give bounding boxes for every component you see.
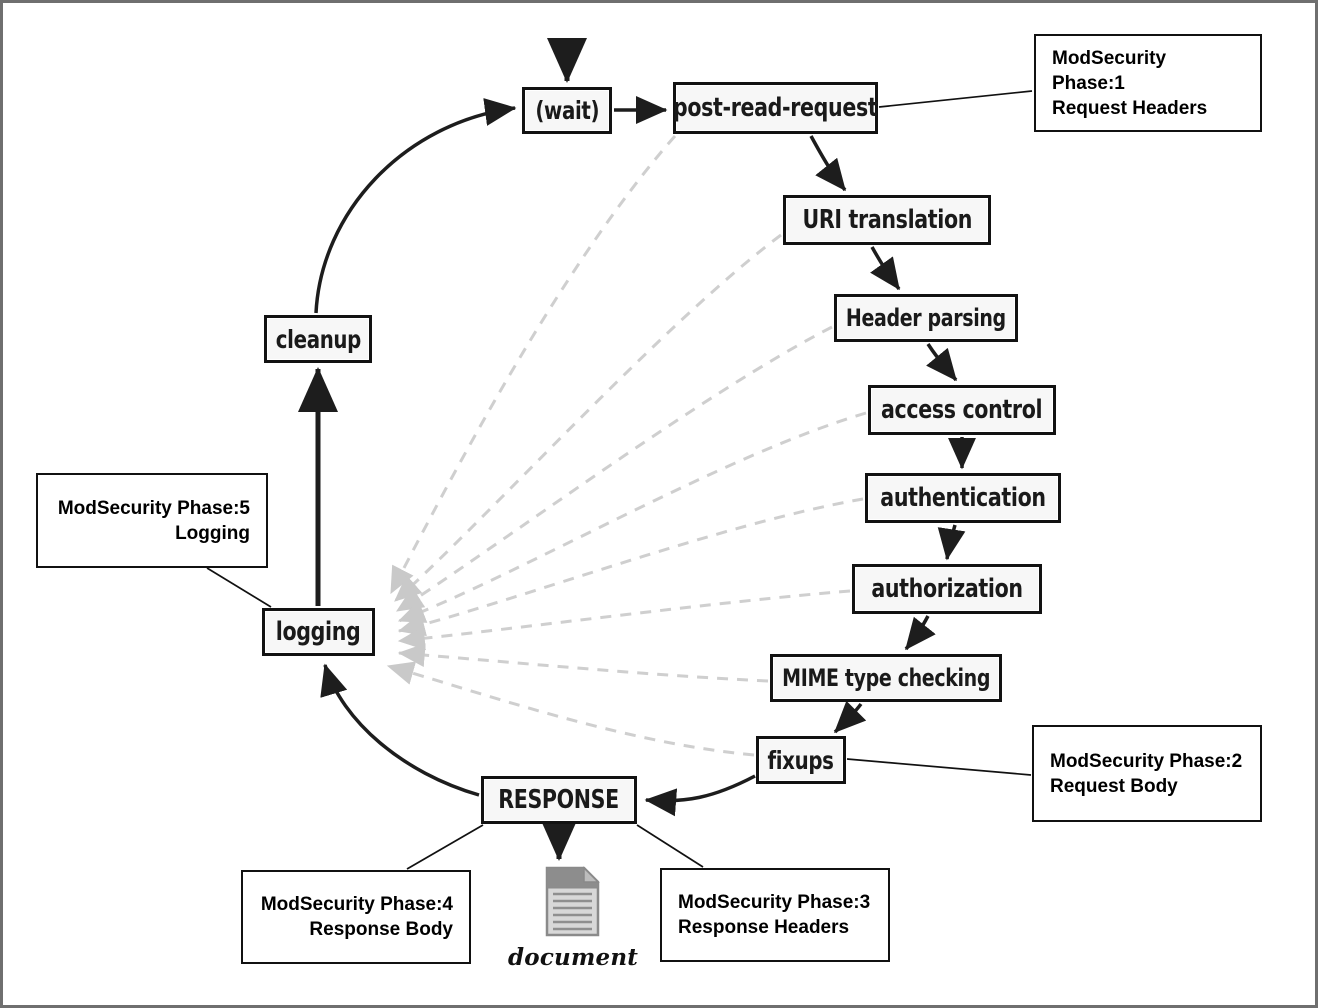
annotation-phase-5: ModSecurity Phase:5 Logging [36, 473, 268, 568]
annotation-phase-4: ModSecurity Phase:4 Response Body [241, 870, 471, 964]
arrow-post-read-request-to-uri-translation [809, 135, 847, 192]
document-label: document [508, 944, 639, 971]
process-box-authorization-label: authorization [871, 574, 1023, 604]
leader-line-phase-4 [406, 824, 484, 870]
dashed-arrow-access-control-to-logging [397, 411, 867, 623]
process-box-access-control-label: access control [881, 395, 1043, 425]
annotation-phase-1-line1: ModSecurity Phase:1 [1052, 47, 1167, 94]
annotation-phase-4-line2: Response Body [309, 919, 453, 940]
process-box-authentication-label: authentication [880, 483, 1046, 513]
annotation-phase-5-line1: ModSecurity Phase:5 [57, 497, 250, 519]
process-box-uri-translation[interactable]: URI translation [783, 195, 991, 245]
dashed-arrow-authentication-to-logging [397, 497, 864, 637]
arrow-uri-translation-to-header-parsing [870, 246, 901, 291]
annotation-phase-2-line2: Request Body [1050, 775, 1178, 797]
leader-line-phase-3 [636, 824, 704, 868]
process-box-mime-type-checking[interactable]: MIME type checking [770, 654, 1002, 702]
annotation-phase-1: ModSecurity Phase:1 Request Headers [1034, 34, 1262, 132]
process-box-logging[interactable]: logging [262, 608, 375, 656]
dashed-arrow-fixups-to-logging [386, 661, 755, 757]
arrow-authentication-to-authorization [937, 524, 966, 561]
annotation-phase-5-line2: Logging [175, 522, 250, 544]
dashed-arrow-authorization-to-logging [397, 589, 851, 651]
arrow-mime-type-checking-to-fixups [833, 700, 867, 734]
annotation-phase-2-line1: ModSecurity Phase:2 [1050, 750, 1243, 772]
process-box-authorization[interactable]: authorization [852, 564, 1042, 614]
arrow-cleanup-to-wait [314, 98, 517, 314]
leader-line-phase-1 [878, 90, 1033, 108]
leader-line-phase-5 [206, 567, 272, 608]
process-box-mime-type-checking-label: MIME type checking [782, 664, 990, 692]
process-box-post-read-request-label: post-read-request [673, 93, 878, 123]
document-node[interactable]: document [508, 866, 638, 971]
annotation-phase-3: ModSecurity Phase:3 Response Headers [660, 868, 890, 962]
process-box-header-parsing-label: Header parsing [846, 304, 1006, 332]
process-box-wait-label: (wait) [535, 96, 599, 125]
annotation-phase-3-line1: ModSecurity Phase:3 [678, 892, 871, 913]
process-box-response-label: RESPONSE [498, 785, 620, 815]
process-box-uri-translation-label: URI translation [802, 205, 972, 235]
annotation-phase-3-line2: Response Headers [678, 917, 850, 938]
arrow-response-to-logging [320, 663, 480, 797]
process-box-fixups[interactable]: fixups [756, 736, 846, 784]
dashed-arrow-uri-translation-to-logging [394, 233, 782, 603]
annotation-phase-4-line1: ModSecurity Phase:4 [260, 894, 453, 915]
dashed-arrow-mime-type-checking-to-logging [397, 643, 769, 683]
dashed-arrow-header-parsing-to-logging [395, 325, 833, 613]
arrow-header-parsing-to-access-control [926, 343, 958, 382]
process-box-access-control[interactable]: access control [868, 385, 1056, 435]
process-box-logging-label: logging [276, 617, 361, 647]
document-icon [544, 866, 602, 938]
process-box-response[interactable]: RESPONSE [481, 776, 637, 824]
process-box-fixups-label: fixups [767, 745, 835, 775]
dashed-arrow-post-read-request-to-logging [389, 135, 677, 595]
process-box-authentication[interactable]: authentication [865, 473, 1061, 523]
process-box-post-read-request[interactable]: post-read-request [673, 82, 878, 134]
process-box-cleanup[interactable]: cleanup [264, 315, 372, 363]
arrow-fixups-to-response [644, 774, 756, 817]
annotation-phase-2: ModSecurity Phase:2 Request Body [1032, 725, 1262, 822]
arrow-authorization-to-mime-type-checking [904, 615, 936, 651]
leader-line-phase-2 [846, 758, 1032, 776]
annotation-phase-1-line2: Request Headers [1052, 97, 1208, 119]
process-box-cleanup-label: cleanup [275, 324, 361, 354]
process-box-wait[interactable]: (wait) [522, 87, 612, 134]
process-box-header-parsing[interactable]: Header parsing [834, 294, 1018, 342]
